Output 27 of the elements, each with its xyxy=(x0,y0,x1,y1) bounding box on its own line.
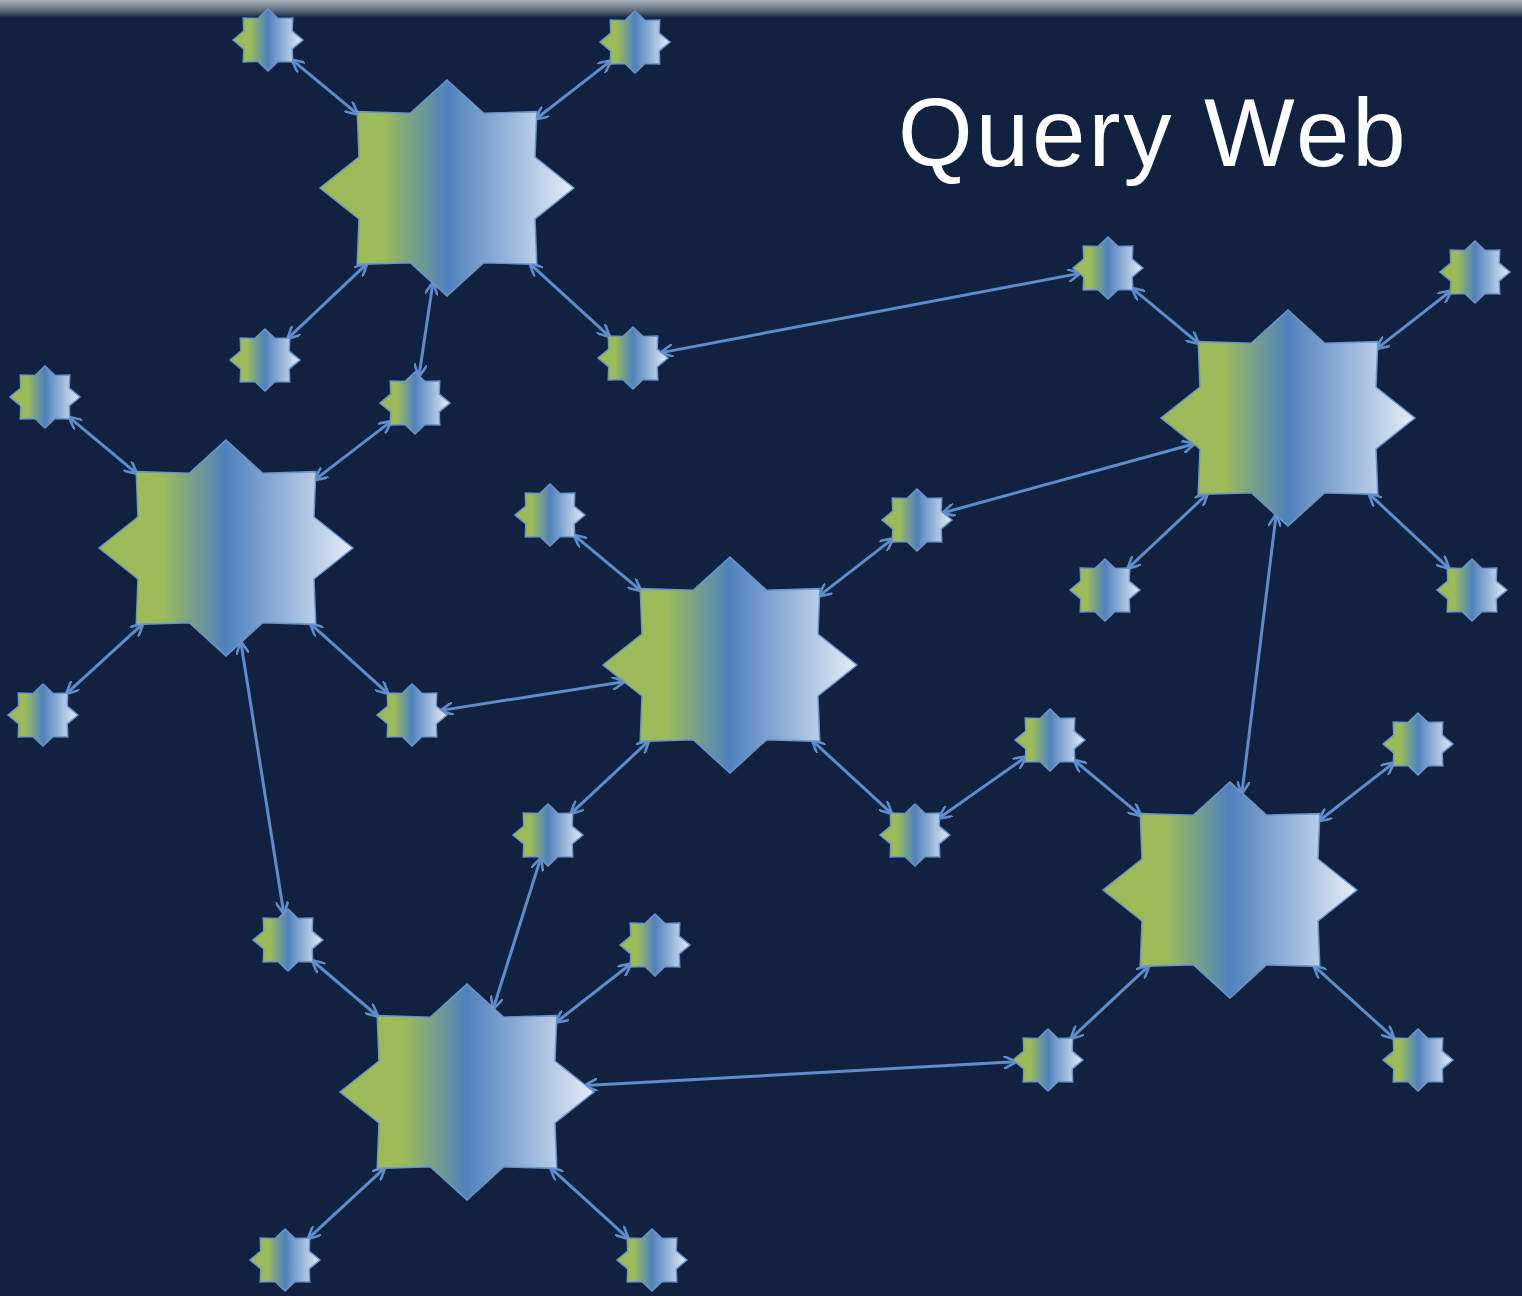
double-arrow xyxy=(528,262,612,339)
double-arrow xyxy=(548,1166,631,1241)
double-arrow xyxy=(1130,286,1201,346)
double-arrow xyxy=(1317,761,1396,823)
double-arrow xyxy=(554,962,633,1025)
double-arrow xyxy=(235,639,290,916)
double-arrow xyxy=(534,59,613,121)
double-arrow xyxy=(937,755,1028,820)
double-arrow xyxy=(413,280,439,379)
double-arrow xyxy=(67,415,139,476)
double-arrow xyxy=(308,622,390,696)
double-arrow xyxy=(572,533,643,593)
double-arrow xyxy=(310,958,380,1018)
double-arrow xyxy=(489,856,545,1011)
double-arrow xyxy=(438,675,627,717)
title: Query Web xyxy=(898,78,1409,188)
double-arrow xyxy=(1375,289,1453,351)
double-arrow xyxy=(290,58,360,116)
double-arrow xyxy=(810,739,894,816)
double-arrow xyxy=(306,1166,387,1241)
double-arrow xyxy=(1312,964,1397,1041)
double-arrow xyxy=(64,622,145,696)
double-arrow xyxy=(817,537,895,598)
double-arrow xyxy=(583,1054,1018,1093)
double-arrow xyxy=(1235,512,1283,796)
double-arrow xyxy=(313,419,393,482)
double-arrow xyxy=(1072,758,1143,818)
